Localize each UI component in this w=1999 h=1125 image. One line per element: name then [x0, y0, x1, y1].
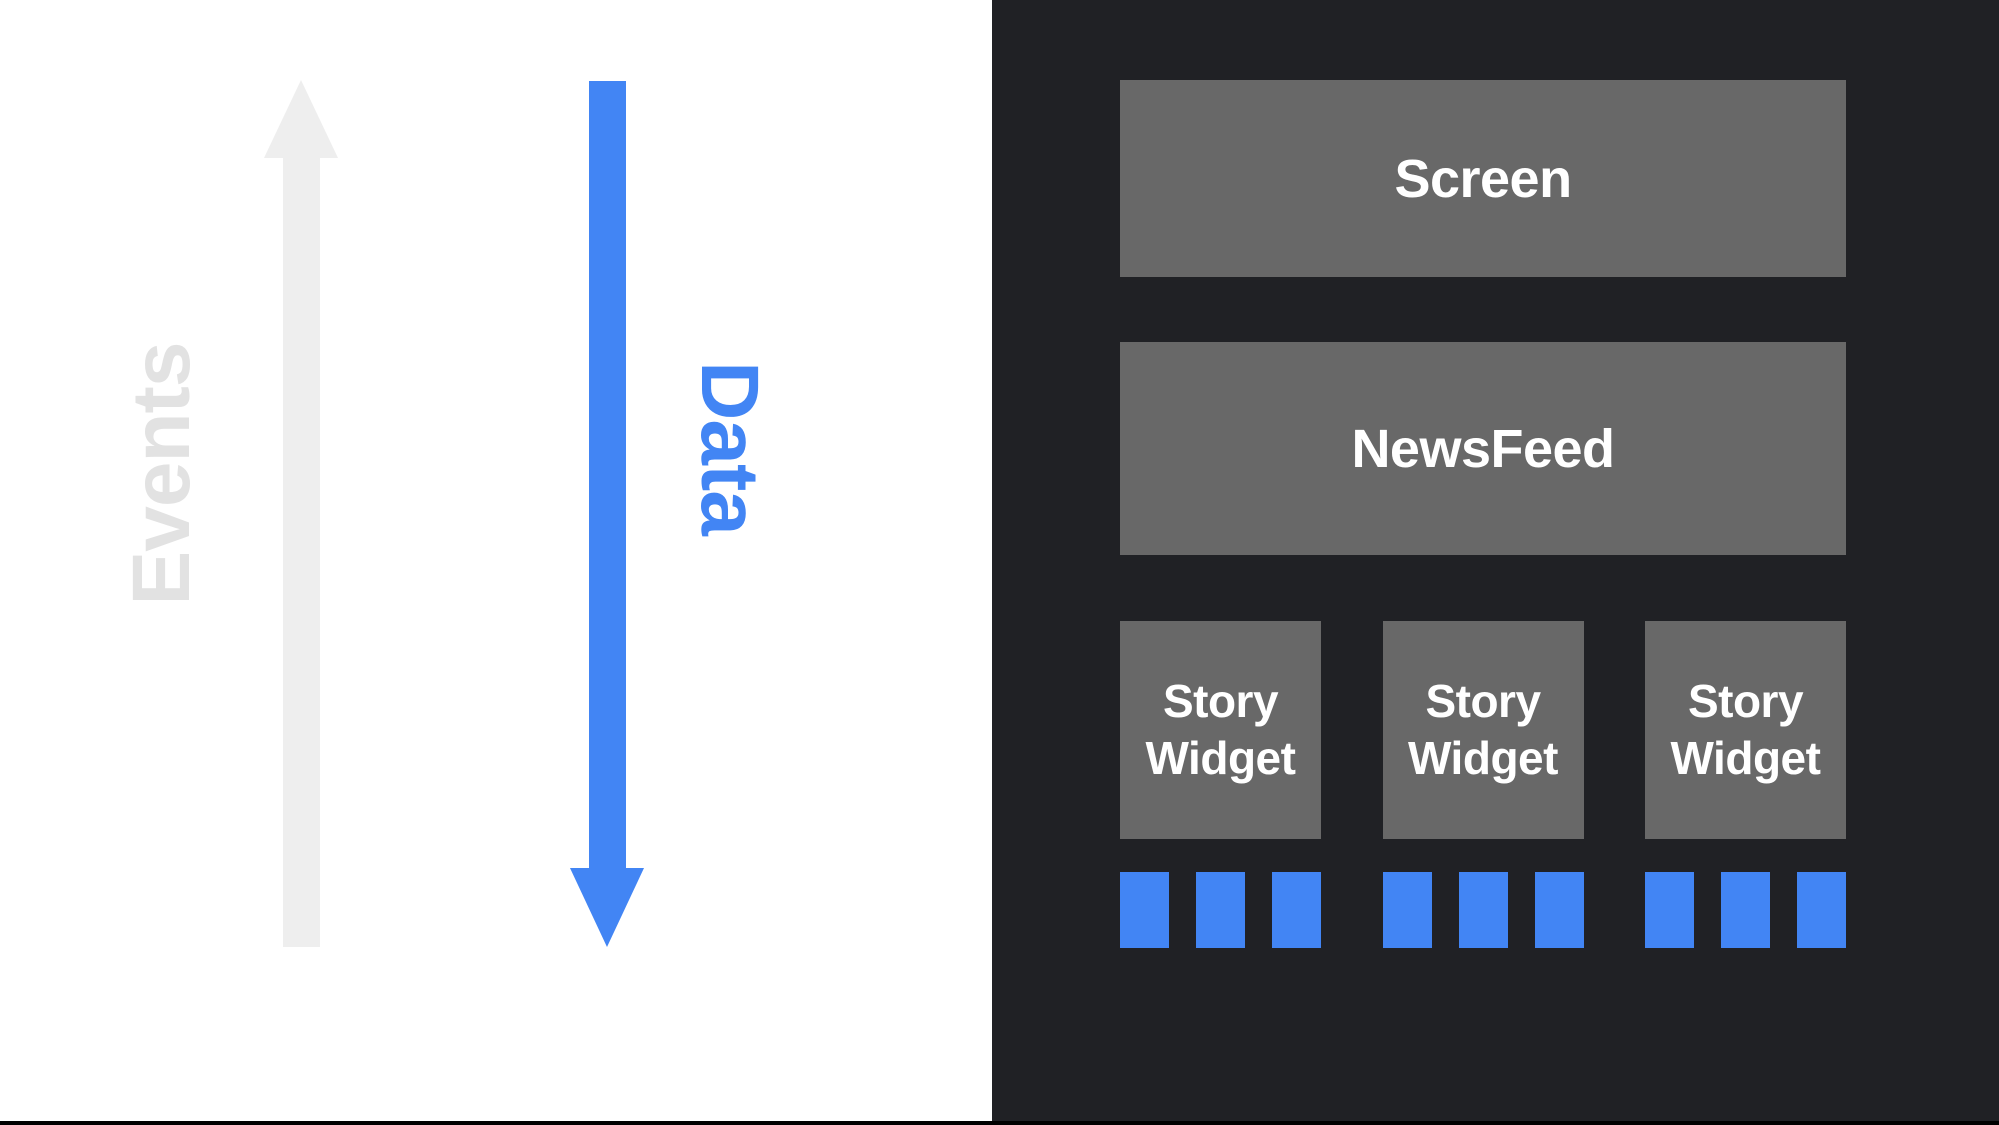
story-widget-box: Story Widget [1120, 621, 1321, 839]
arrow-shaft [589, 81, 626, 870]
story-item-square [1797, 872, 1846, 948]
flow-panel: Events Data [0, 0, 992, 1125]
story-widget-box: Story Widget [1645, 621, 1846, 839]
story-item-square [1382, 872, 1432, 948]
story-item-square [1196, 872, 1245, 948]
screen-widget-label: Screen [1394, 148, 1572, 209]
bottom-border-bar [0, 1121, 1999, 1125]
widget-tree-content: Screen NewsFeed Story Widget Story Widge… [1120, 0, 1846, 1125]
story-item-square [1721, 872, 1770, 948]
story-item-square [1272, 872, 1321, 948]
story-items-group [1645, 872, 1846, 948]
story-item-square [1645, 872, 1694, 948]
widget-tree-panel: Screen NewsFeed Story Widget Story Widge… [992, 0, 1999, 1125]
story-items-group [1120, 872, 1321, 948]
story-items-row [1120, 872, 1846, 948]
story-item-square [1534, 872, 1584, 948]
story-item-square [1120, 872, 1169, 948]
newsfeed-widget-box: NewsFeed [1120, 342, 1846, 555]
data-label: Data [684, 361, 775, 535]
story-item-square [1458, 872, 1508, 948]
story-widget-label: Story Widget [1670, 675, 1821, 784]
story-widget-label: Story Widget [1145, 675, 1296, 784]
story-widget-box: Story Widget [1382, 621, 1584, 839]
story-widgets-row: Story Widget Story Widget Story Widget [1120, 621, 1846, 839]
events-label: Events [116, 342, 207, 606]
story-widget-label: Story Widget [1408, 675, 1558, 784]
arrow-up-icon [264, 80, 338, 158]
arrow-down-icon [570, 868, 644, 947]
story-items-group [1382, 872, 1584, 948]
screen-widget-box: Screen [1120, 80, 1846, 277]
arrow-shaft [283, 156, 320, 947]
newsfeed-widget-label: NewsFeed [1351, 418, 1615, 479]
